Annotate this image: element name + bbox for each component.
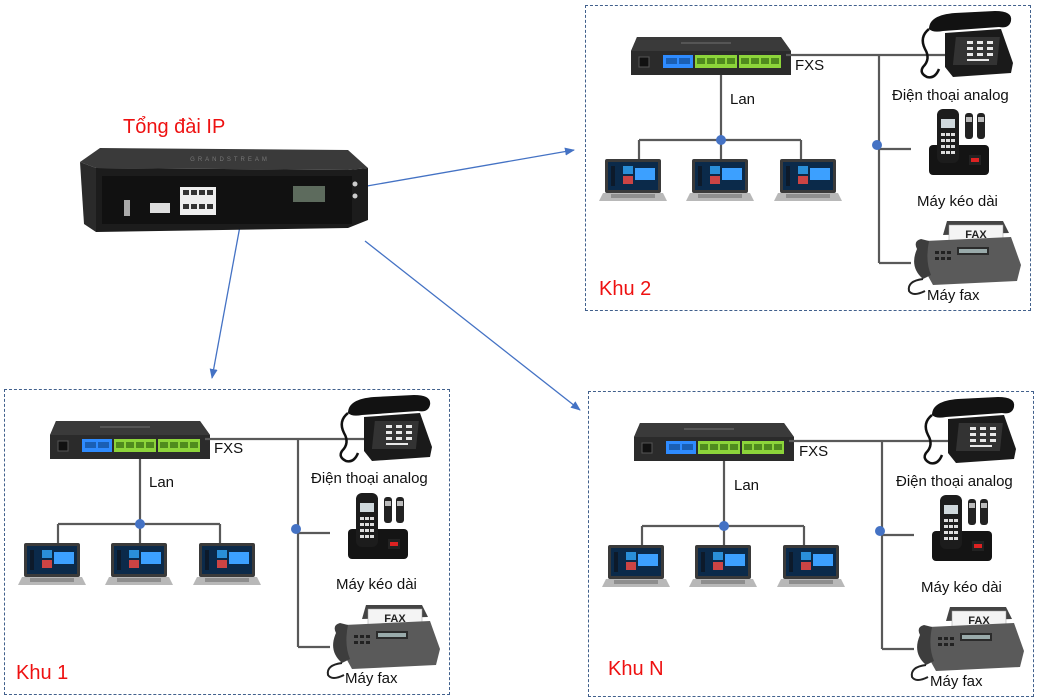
arrow-to-khu-n: [364, 240, 581, 411]
fxs-label: FXS: [799, 443, 829, 460]
device-label-cordless-phone: Máy kéo dài: [917, 193, 998, 210]
zone-khu-1: [4, 389, 450, 695]
device-label-cordless-phone: Máy kéo dài: [921, 579, 1002, 596]
zone-name: Khu N: [608, 658, 664, 680]
fxs-label: FXS: [795, 57, 825, 74]
lan-junction-node: [719, 521, 729, 531]
zone-topology-khu-n: FAX: [602, 395, 1025, 681]
lan-label: Lan: [730, 91, 756, 108]
fax-paper-text: FAX: [384, 613, 406, 625]
lan-junction-node: [716, 135, 726, 145]
fxs-junction-node: [875, 526, 885, 536]
fxs-junction-node: [872, 140, 882, 150]
lan-junction-node: [135, 519, 145, 529]
fax-machine-icon: FAX: [910, 606, 1025, 681]
fax-machine-icon: FAX: [326, 604, 441, 679]
zone-khu-n: [588, 391, 1034, 697]
ip-pbx-device-icon: GRANDSTREAM: [80, 148, 368, 232]
device-label-fax: Máy fax: [345, 670, 398, 687]
fax-paper-text: FAX: [968, 615, 990, 627]
device-label-fax: Máy fax: [927, 287, 980, 304]
zone-topology-khu-1: FAX: [18, 393, 441, 679]
fax-paper-text: FAX: [965, 229, 987, 241]
fxs-junction-node: [291, 524, 301, 534]
zone-name: Khu 1: [16, 662, 69, 684]
device-label-cordless-phone: Máy kéo dài: [336, 576, 417, 593]
arrow-to-khu-2: [366, 147, 575, 187]
device-label-analog-phone: Điện thoại analog: [892, 87, 1009, 104]
lan-label: Lan: [149, 474, 175, 491]
ip-pbx-label: Tổng đài IP: [123, 116, 226, 138]
arrow-to-khu-1: [209, 225, 241, 379]
fxs-label: FXS: [214, 440, 244, 457]
lan-label: Lan: [734, 477, 760, 494]
zone-topology-khu-2: FAX: [599, 9, 1022, 295]
svg-text:GRANDSTREAM: GRANDSTREAM: [190, 157, 270, 163]
device-label-fax: Máy fax: [930, 673, 983, 690]
fax-machine-icon: FAX: [907, 220, 1022, 295]
device-label-analog-phone: Điện thoại analog: [311, 470, 428, 487]
zone-name: Khu 2: [599, 278, 652, 300]
device-label-analog-phone: Điện thoại analog: [896, 473, 1013, 490]
zone-khu-2: [585, 5, 1031, 311]
